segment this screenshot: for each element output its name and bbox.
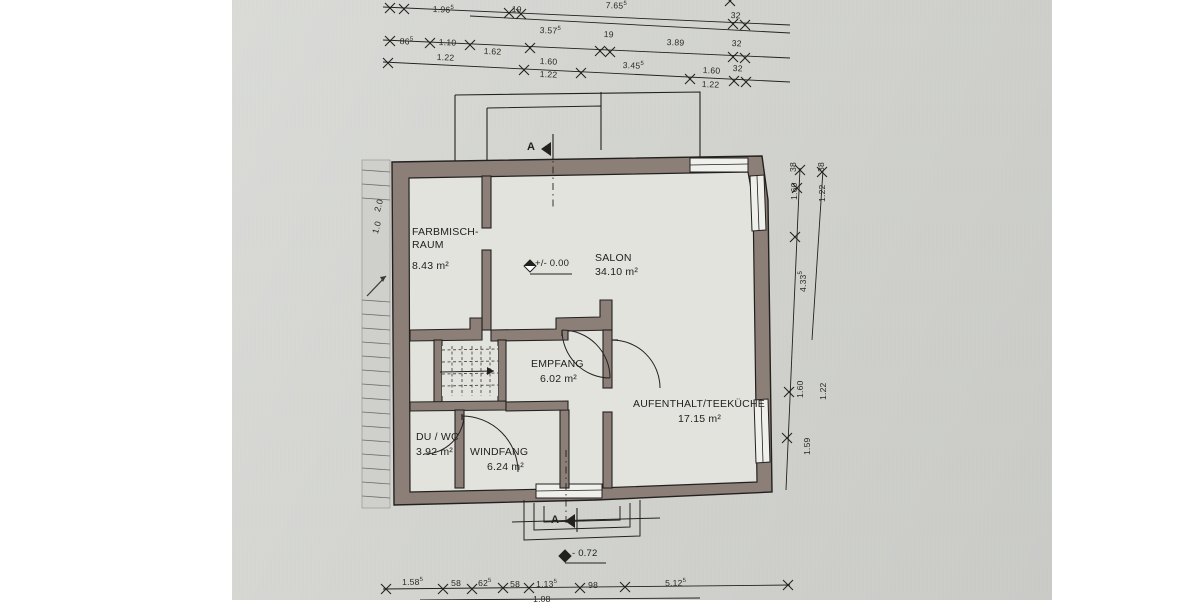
dimension-label-top: 32 — [732, 63, 743, 74]
wall-openings — [535, 157, 771, 499]
dimension-label-top: 1.62 — [483, 46, 502, 57]
room-area-windfang: 6.24 m² — [487, 461, 524, 473]
dimension-label-top: 32 — [731, 38, 742, 49]
room-label-salon: SALON — [595, 252, 632, 264]
section-marker-a-bottom: A — [551, 514, 560, 526]
door-leaves — [461, 330, 618, 420]
room-label-farbmischraum: FARBMISCH- RAUM — [412, 226, 479, 251]
dimension-label-right: 1.60 — [795, 380, 805, 398]
entrance-steps — [511, 500, 661, 541]
dimension-label-right: 1.22 — [817, 184, 827, 202]
dimension-label-top: 1.60 — [702, 65, 721, 76]
level-value-ground: +/- 0.00 — [535, 258, 570, 269]
dimension-chain-top — [382, 6, 791, 83]
door-swings — [423, 329, 661, 473]
roof-projection-outline — [454, 91, 701, 168]
dimension-label-right: 1.22 — [818, 382, 828, 400]
room-label-du-wc: DU / WC — [416, 431, 459, 443]
dimension-label-bottom: 98 — [588, 579, 599, 590]
interior-walls — [409, 175, 613, 489]
dimension-label-bottom: 58 — [510, 578, 521, 589]
section-marker-a-top: A — [527, 141, 536, 153]
level-value-outside: - 0.72 — [572, 548, 598, 559]
room-area-salon: 34.10 m² — [595, 266, 639, 278]
dimension-label-bottom: 1.135 — [536, 578, 558, 589]
dimension-label-bottom: 625 — [478, 577, 492, 588]
section-line-a — [552, 150, 567, 524]
room-label-empfang: EMPFANG — [531, 358, 584, 370]
level-symbol-ground — [523, 259, 572, 275]
dimension-label-bottom: 1.585 — [402, 576, 424, 587]
section-arrow-bottom — [565, 508, 578, 532]
left-scale-strip — [361, 159, 391, 509]
staircase — [439, 346, 499, 396]
dimension-label-right: 38 — [816, 162, 826, 172]
dimension-label-top: 19 — [511, 4, 522, 15]
dimension-label-top: 1.22 — [436, 52, 455, 63]
dimension-label-top: 3.89 — [666, 37, 685, 48]
room-area-farbmischraum: 8.43 m² — [412, 260, 449, 272]
room-area-aufenthalt: 17.15 m² — [678, 413, 722, 425]
stair-direction-arrow — [439, 367, 495, 375]
dimension-label-top: 1.965 — [432, 4, 455, 15]
dimension-label-right: 4.335 — [798, 270, 808, 292]
dimension-label-top: 3.575 — [539, 25, 562, 36]
section-arrow-top — [541, 134, 554, 160]
dimension-label-right: 1.60 — [789, 182, 799, 200]
dimension-label-top: 865 — [399, 36, 414, 47]
dimension-label-top: 1.10 — [438, 37, 457, 48]
dimension-label-top: 7.655 — [605, 0, 628, 11]
dimension-label-bottom: 5.125 — [665, 577, 687, 588]
dimension-label-top: 19 — [603, 29, 614, 40]
dimension-label-right: 38 — [788, 162, 798, 172]
room-area-empfang: 6.02 m² — [540, 373, 577, 385]
dimension-label-top: 1.22 — [539, 69, 558, 80]
dimension-label-top: 32 — [730, 10, 741, 21]
dimension-label-bottom: 1.08 — [533, 593, 551, 604]
dimension-label-top: 3.455 — [622, 60, 645, 71]
room-area-du-wc: 3.92 m² — [416, 446, 453, 458]
room-label-aufenthalt: AUFENTHALT/TEEKÜCHE — [633, 398, 765, 410]
room-label-windfang: WINDFANG — [470, 446, 529, 458]
dimension-label-top: 1.60 — [539, 56, 558, 67]
dimension-label-bottom: 58 — [451, 577, 462, 588]
dimension-label-top: 1.22 — [701, 79, 720, 90]
level-symbol-outside — [558, 549, 606, 564]
dimension-label-right: 1.59 — [802, 437, 812, 455]
